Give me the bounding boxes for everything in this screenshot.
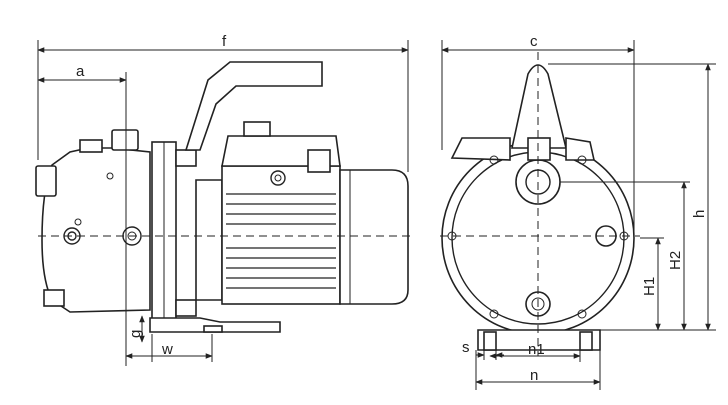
- dimension-lines: [37, 40, 716, 390]
- label-s: s: [462, 339, 470, 356]
- front-foot-right: [579, 331, 593, 351]
- flange-bolt-top: [175, 149, 197, 167]
- label-H1: H1: [641, 277, 658, 296]
- front-view: [440, 52, 640, 356]
- front-drain-inner: [531, 297, 545, 311]
- side-view: [35, 61, 412, 333]
- label-w: w: [161, 341, 173, 358]
- pump-casing: [41, 147, 151, 313]
- outlet-neck: [527, 137, 551, 161]
- base-plate: [149, 317, 281, 333]
- cable-gland: [270, 170, 286, 186]
- inlet-socket: [35, 165, 57, 197]
- top-boss-right: [111, 129, 139, 151]
- label-h: h: [691, 210, 708, 218]
- dimension-labels: f a g w c h H2 H1 s n1 n: [76, 33, 708, 384]
- front-handle: [511, 64, 568, 149]
- motor-body: [221, 165, 341, 305]
- base-foot: [203, 325, 223, 333]
- flange-bolt-bottom: [175, 299, 197, 317]
- terminal-cap: [243, 121, 271, 137]
- front-shoulder-right: [565, 137, 595, 161]
- label-n1: n1: [528, 341, 545, 358]
- label-H2: H2: [667, 251, 684, 270]
- front-foot-left: [483, 331, 497, 351]
- carry-handle: [184, 61, 323, 151]
- label-n: n: [530, 367, 538, 384]
- label-a: a: [76, 63, 85, 80]
- cooling-fins: [226, 193, 336, 289]
- top-boss-left: [79, 139, 103, 153]
- label-g: g: [127, 330, 144, 338]
- casing-bolt: [74, 218, 82, 226]
- fan-cover: [339, 169, 409, 305]
- cable-gland-inner: [274, 174, 282, 182]
- front-shoulder-left: [450, 137, 511, 161]
- label-f: f: [222, 33, 227, 50]
- casing-bolt: [106, 172, 114, 180]
- capacitor-box: [307, 149, 331, 173]
- drain-plug: [43, 289, 65, 307]
- motor-bracket: [195, 179, 223, 301]
- label-c: c: [530, 33, 538, 50]
